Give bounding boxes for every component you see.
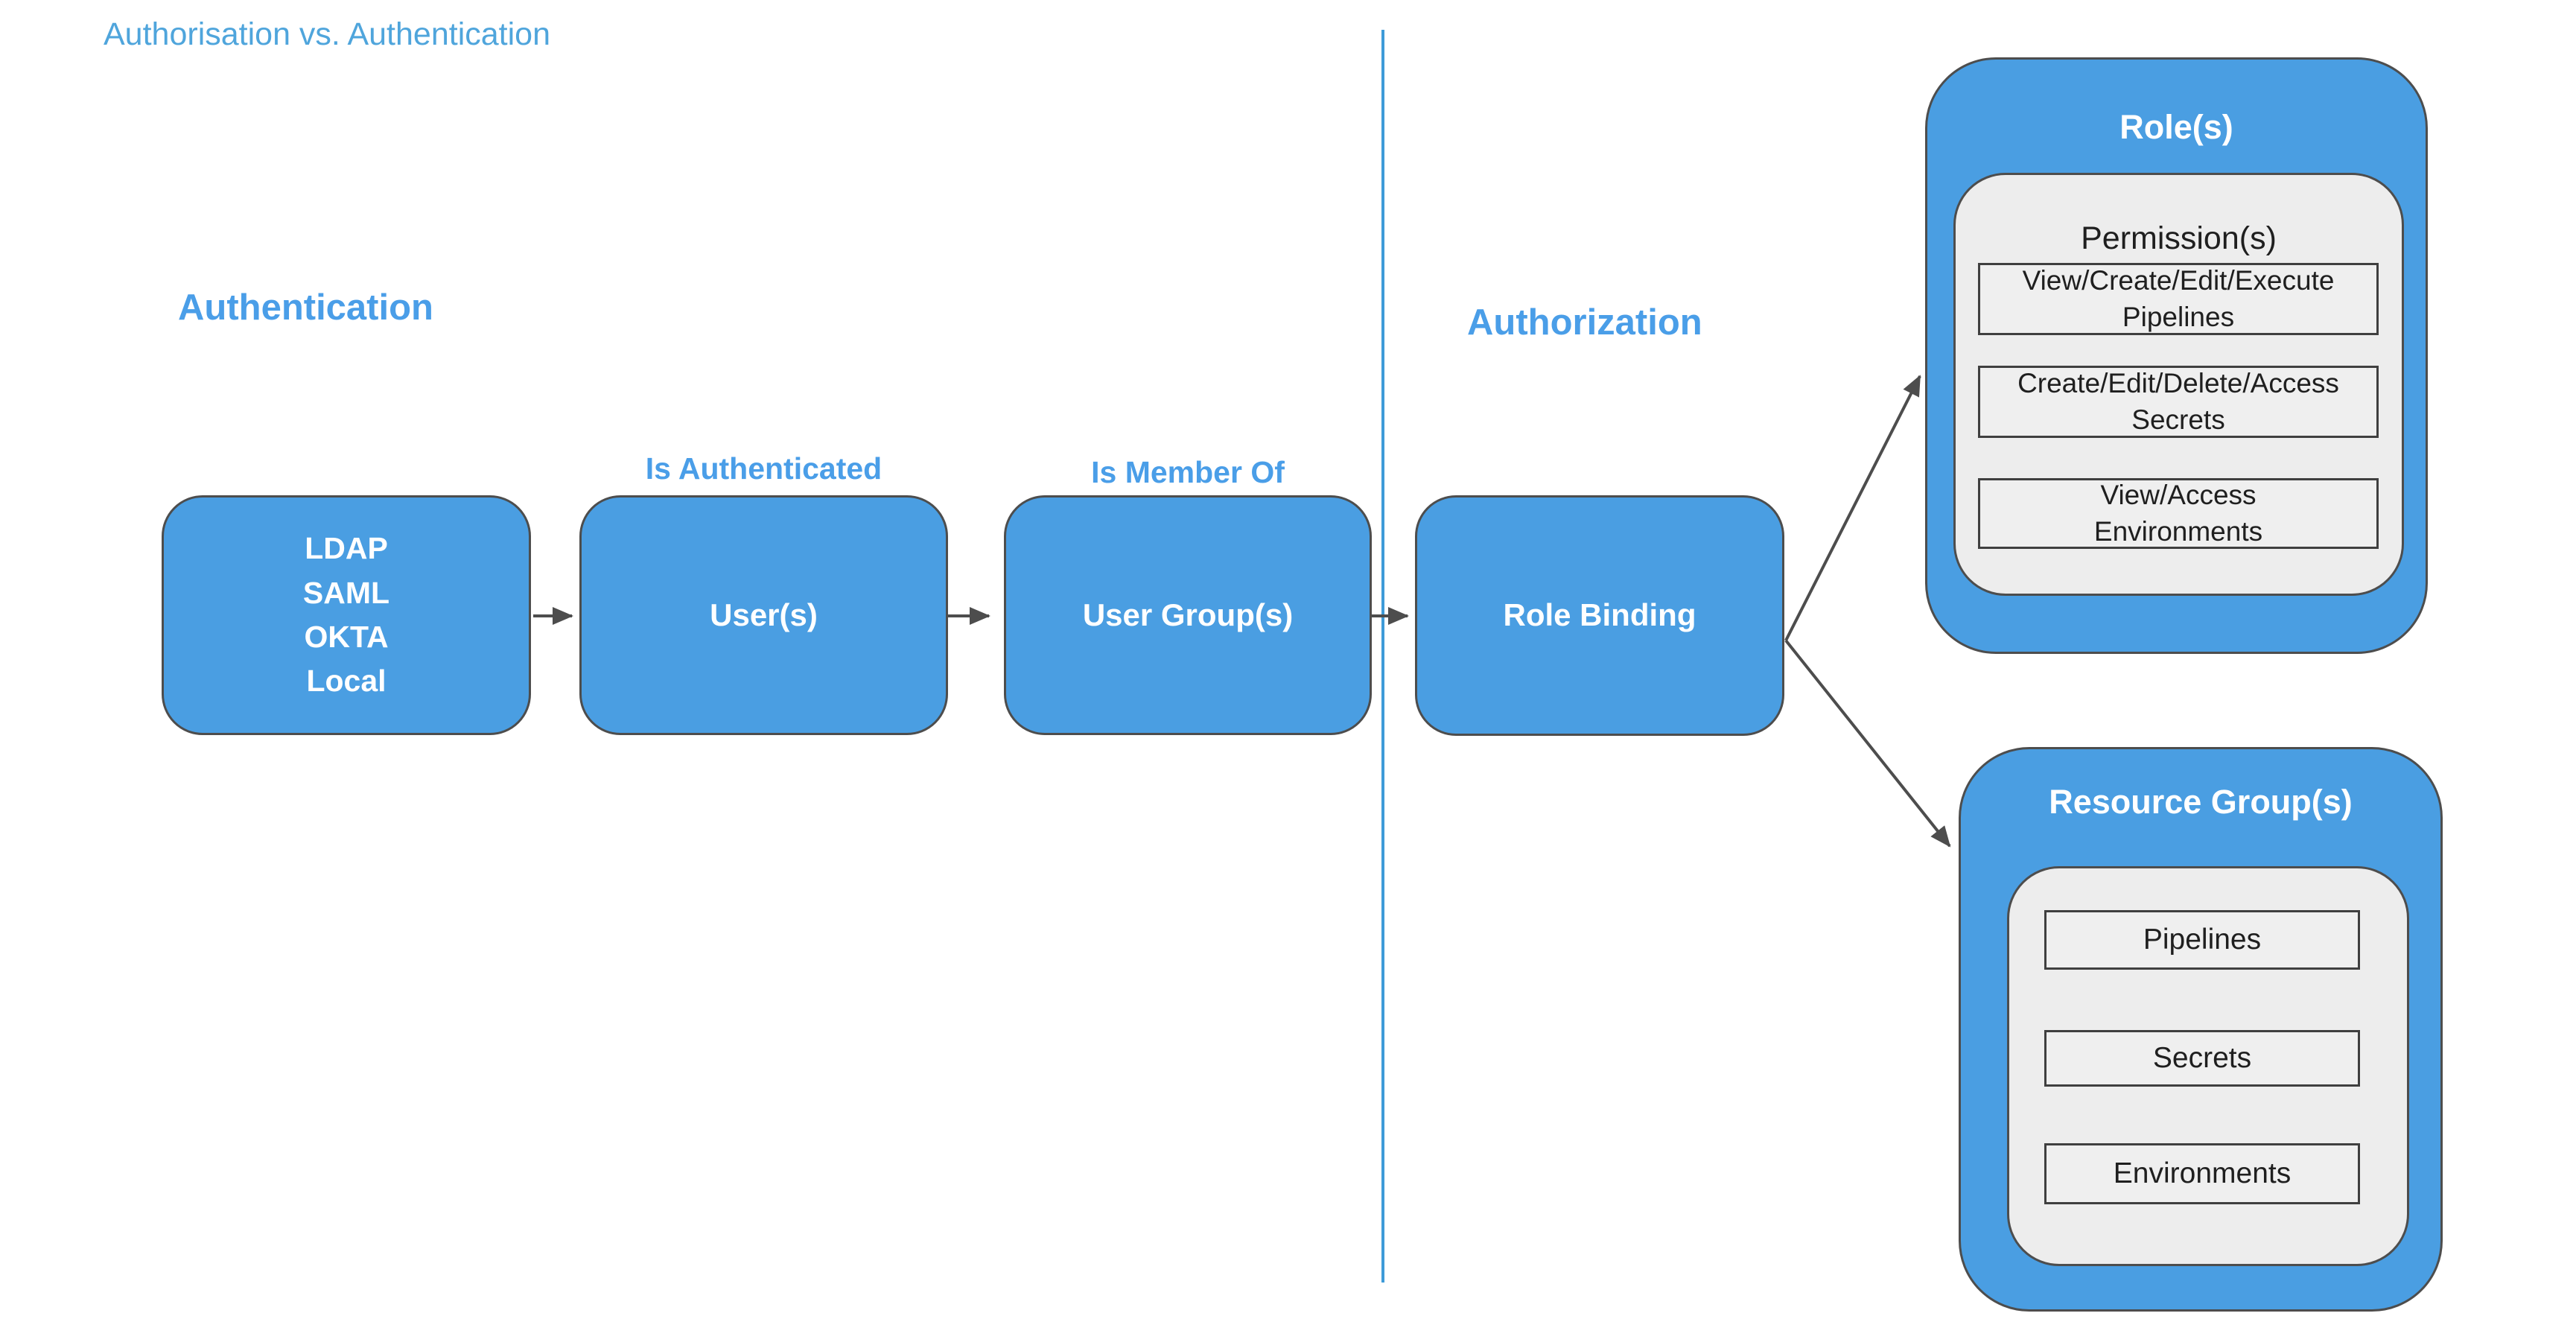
resource-groups-title: Resource Group(s) [2049, 783, 2353, 821]
node-user-groups: User Group(s) [1004, 495, 1372, 735]
section-heading-authorization: Authorization [1467, 302, 1702, 343]
permission-item: Create/Edit/Delete/Access Secrets [1978, 366, 2379, 438]
diagram-title: Authorisation vs. Authentication [104, 16, 550, 52]
resource-item: Environments [2044, 1143, 2360, 1204]
permission-item: View/Access Environments [1978, 478, 2379, 549]
permission-item: View/Create/Edit/Execute Pipelines [1978, 263, 2379, 335]
section-heading-authentication: Authentication [178, 287, 433, 328]
node-identity-providers: LDAP SAML OKTA Local [162, 495, 531, 735]
arrow-role-binding-to-roles [1784, 375, 1921, 641]
node-users: User(s) [579, 495, 948, 735]
node-role-binding: Role Binding [1415, 495, 1784, 736]
divider-line [1381, 30, 1384, 1283]
edge-label-is-member-of: Is Member Of [1091, 455, 1285, 489]
permissions-title: Permission(s) [2081, 220, 2277, 256]
roles-title: Role(s) [2119, 108, 2233, 146]
resource-item: Secrets [2044, 1030, 2360, 1087]
resource-item: Pipelines [2044, 910, 2360, 970]
edge-label-is-authenticated: Is Authenticated [645, 451, 882, 486]
arrow-role-binding-to-resource-groups [1784, 639, 1951, 848]
